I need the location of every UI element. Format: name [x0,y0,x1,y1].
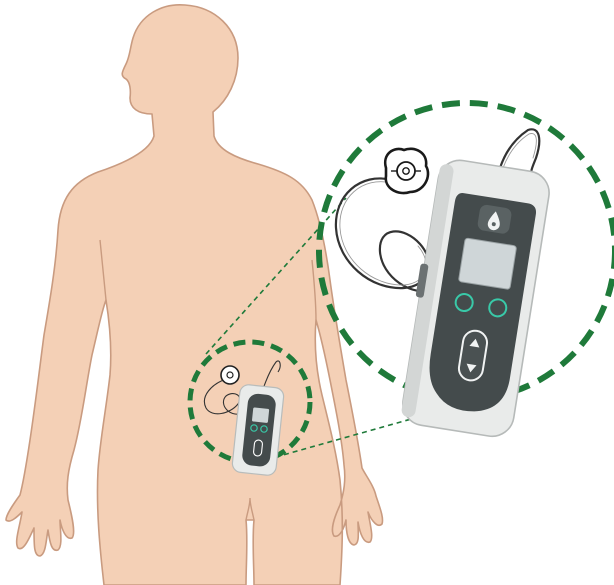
small-pump-screen [252,407,269,423]
small-pump [232,384,285,476]
infusion-site-hub [397,162,415,180]
pump-screen [458,238,516,290]
tubing-loop-outer-shade [340,182,426,285]
small-infusion-site [221,366,239,384]
infusion-site [385,149,428,193]
insulin-pump [396,157,552,440]
